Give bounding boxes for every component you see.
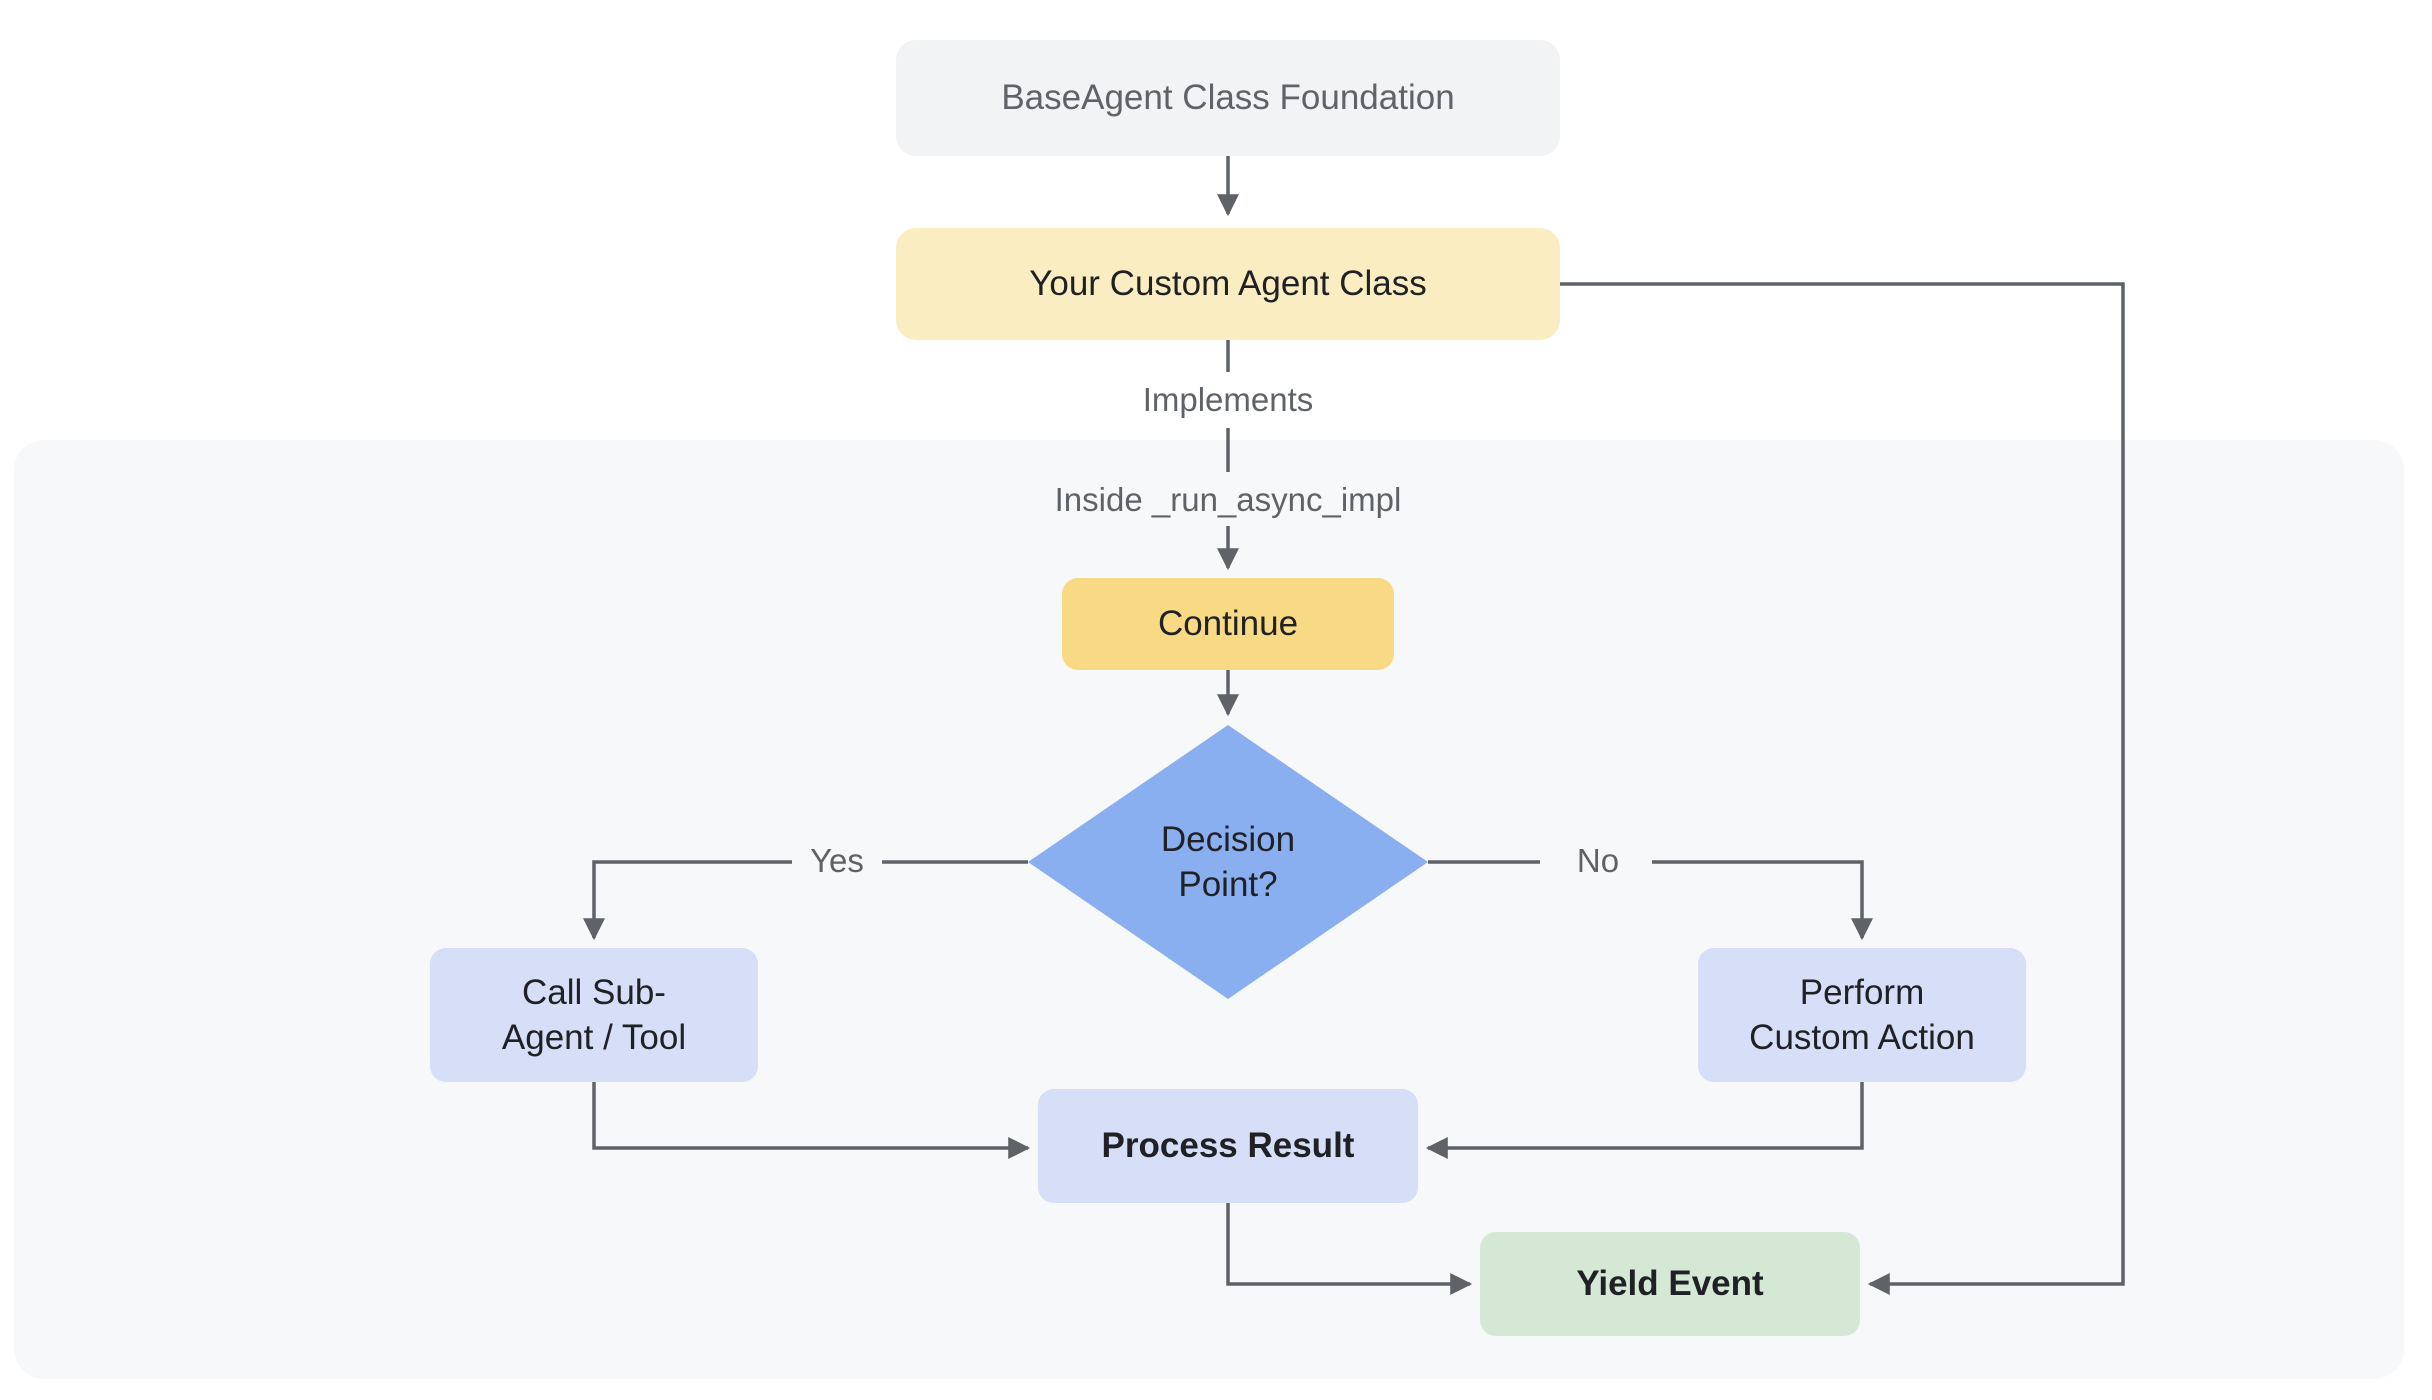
edge-perform-to-process [1425,1082,1864,1159]
edge-call-to-process [592,1082,1031,1159]
edge-label-inside-run-async-impl: Inside _run_async_impl [1054,481,1402,518]
node-continue: Continue [1062,578,1394,670]
node-your-custom-agent-class: Your Custom Agent Class [896,228,1560,340]
node-perform-custom-action: Perform Custom Action [1698,948,2026,1082]
node-yield-event: Yield Event [1480,1232,1860,1336]
edge-label-yes: Yes [810,842,864,879]
edge-process-to-yield [1226,1203,1473,1295]
edge-label-no: No [1576,842,1620,879]
node-process-result: Process Result [1038,1089,1418,1203]
edge-custom-to-yield [1560,282,2125,1295]
node-base-agent-class-foundation: BaseAgent Class Foundation [896,40,1560,156]
node-call-sub-agent-tool: Call Sub- Agent / Tool [430,948,758,1082]
edge-yes-to-call-sub-agent [583,860,792,941]
decision-diamond-shape [1028,725,1428,999]
edge-label-implements: Implements [1142,381,1314,418]
edge-no-to-perform-custom [1652,860,1873,941]
node-decision-point-label: Decision Point? [1160,819,1296,905]
